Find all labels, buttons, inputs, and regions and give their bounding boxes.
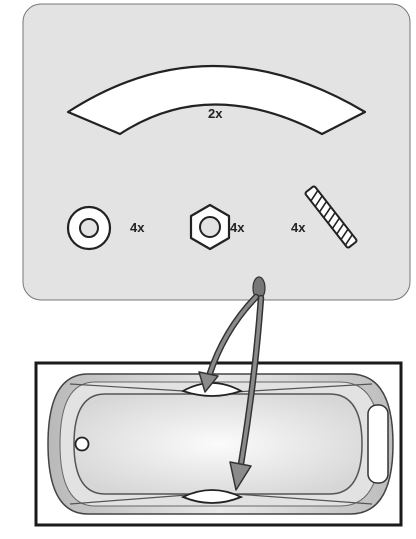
threaded-rod-quantity: 4x	[291, 220, 306, 235]
drain-hole	[74, 436, 90, 452]
curved-support-icon	[66, 65, 367, 136]
headrest	[367, 404, 389, 484]
bottom-mount-slot	[180, 489, 244, 504]
curved-support-quantity: 2x	[208, 106, 223, 121]
bathtub-top-view	[34, 361, 403, 527]
washer-quantity: 4x	[130, 220, 145, 235]
hex-nut-quantity: 4x	[230, 220, 245, 235]
parts-panel-background	[22, 3, 411, 301]
washer-icon	[66, 205, 112, 251]
threaded-rod-icon	[304, 185, 358, 249]
placement-arrows	[198, 276, 266, 491]
bathtub-basin	[73, 393, 363, 495]
hex-nut-icon	[189, 203, 231, 251]
parts-panel: 2x 4x 4x 4x	[22, 3, 411, 301]
top-mount-slot	[180, 382, 244, 397]
